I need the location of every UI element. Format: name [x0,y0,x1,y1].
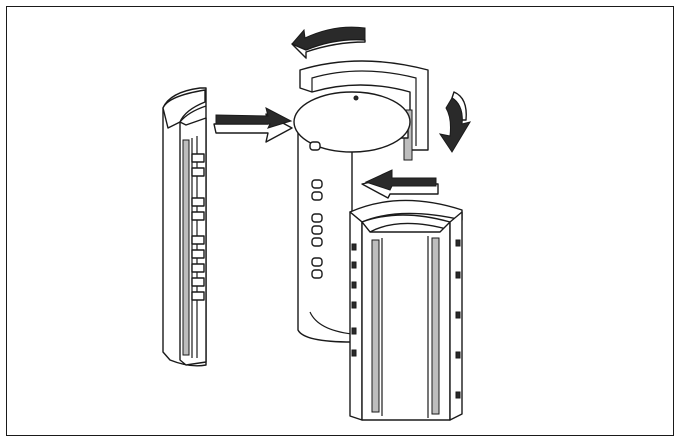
rotate-arrow-top [291,26,366,60]
push-arrow-left [213,107,293,143]
shell-notches [191,153,205,301]
push-arrow-front [361,169,439,199]
left-half-shell [162,87,207,367]
rotate-arrow-right [438,91,472,153]
cylinder-pins [309,141,323,279]
sleeve-slots [351,239,461,399]
outer-half-sleeve [349,199,463,421]
center-cylinder-body [293,91,411,343]
